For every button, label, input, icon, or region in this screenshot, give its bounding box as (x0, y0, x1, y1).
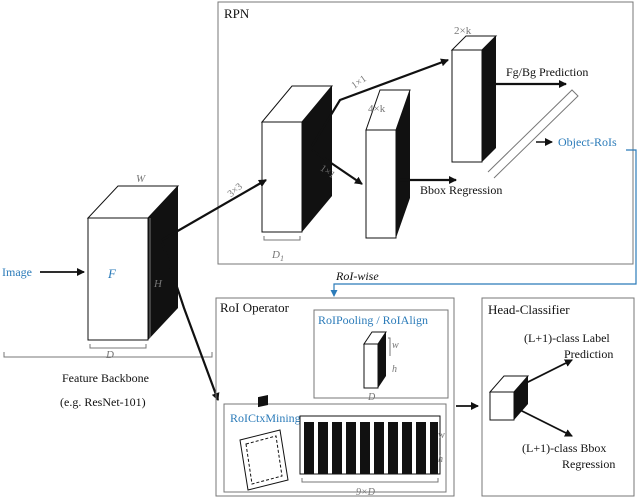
roipool-box (313, 309, 449, 399)
roipool-cuboid (363, 331, 387, 389)
rpn-to-cls-arrow (311, 58, 449, 147)
roi-operator-title: RoI Operator (220, 300, 290, 315)
dim-h: H (153, 278, 163, 290)
cls-branch-cuboid (450, 35, 498, 163)
dim-d1: D1 (271, 249, 284, 263)
feature-to-rpn-arrow (161, 179, 267, 241)
dim-d-brace (89, 344, 147, 349)
dim-2k: 2×k (454, 25, 472, 37)
object-rois-bracket (487, 89, 579, 179)
image-input-label: Image (2, 265, 32, 279)
label-pred-line1: (L+1)-class Label (524, 331, 610, 345)
object-rois-label: Object-RoIs (558, 135, 617, 149)
feature-map-cuboid (86, 185, 180, 341)
bbox-pred-line2: Regression (562, 457, 615, 471)
rpn-conv-cuboid (260, 85, 334, 233)
roipool-title: RoIPooling / RoIAlign (318, 313, 428, 327)
bbox-pred-arrow (519, 409, 573, 437)
ctx-9d: 9×D (356, 487, 376, 498)
head-cube (488, 375, 530, 421)
head-box (481, 297, 635, 497)
reg-branch-cuboid (365, 89, 411, 239)
feature-to-roi-arrow (160, 241, 220, 401)
ctx-mining-box (223, 403, 447, 493)
ctx-w: w (438, 430, 445, 441)
ctx-mining-stack (299, 415, 441, 475)
roipool-w: w (392, 340, 399, 351)
conv1x1a-label: 1×1 (350, 73, 369, 91)
rpn-title: RPN (224, 6, 250, 21)
bbox-pred-line1: (L+1)-class Bbox (522, 441, 606, 455)
label-pred-arrow (519, 359, 573, 387)
bbox-label: Bbox Regression (420, 183, 502, 197)
head-title: Head-Classifier (488, 302, 570, 317)
label-pred-line2: Prediction (564, 347, 613, 361)
ctx-mining-title: RoICtxMining (230, 411, 301, 425)
roipool-w-brace (388, 337, 391, 356)
fgbg-label: Fg/Bg Prediction (506, 65, 588, 79)
context-grid-icon (239, 395, 289, 491)
feature-label: F (107, 266, 117, 281)
roi-wise-label: RoI-wise (335, 269, 379, 283)
dim-d: D (105, 349, 114, 361)
dim-4k: 4×k (368, 103, 386, 115)
backbone-brace (3, 352, 213, 358)
roi-operator-box (215, 297, 455, 497)
dim-d1-brace (263, 236, 301, 241)
roipool-h: h (392, 364, 397, 375)
rpn-to-reg-arrow (311, 149, 363, 185)
roipool-d: D (367, 392, 376, 403)
backbone-label: Feature Backbone (62, 371, 149, 385)
ctx-h: h (438, 454, 443, 465)
dim-w: W (136, 173, 146, 185)
rpn-box (217, 1, 634, 265)
backbone-example: (e.g. ResNet-101) (60, 395, 146, 409)
ctx-d-brace (301, 478, 439, 483)
roi-wise-connector (330, 149, 637, 297)
